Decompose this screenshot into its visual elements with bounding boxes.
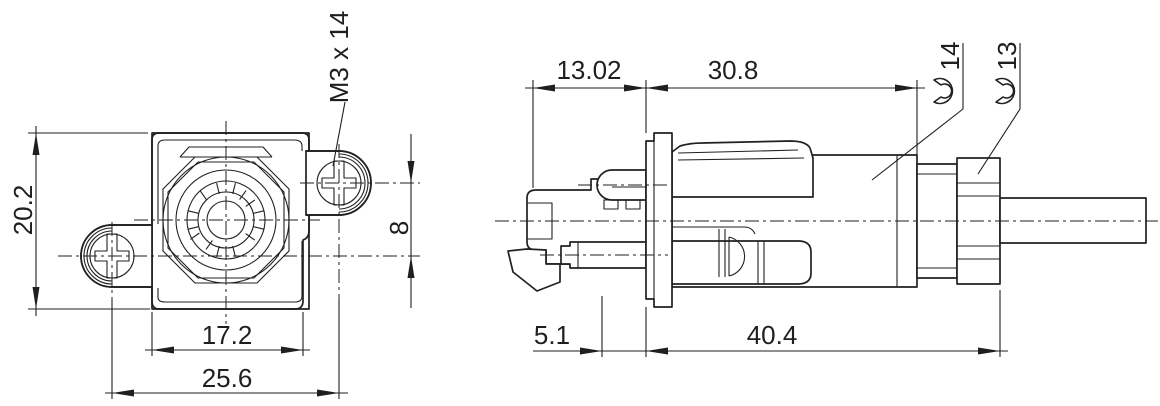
wrench-size-nut-label: 13 <box>992 42 1022 71</box>
dim-screw-offset-label: 8 <box>384 221 414 235</box>
dim-rear-offset-label: 5.1 <box>534 320 570 350</box>
dim-overall-length: 40.4 <box>646 290 1001 357</box>
lower-latch-housing <box>671 240 812 285</box>
dim-front-length: 13.02 <box>525 55 925 357</box>
wrench-icon <box>933 77 954 105</box>
dim-rear-offset: 5.1 <box>533 296 1008 357</box>
dim-body-length-label: 30.8 <box>708 55 759 85</box>
hex-collar <box>162 156 290 284</box>
dim-overall-length-label: 40.4 <box>747 320 798 350</box>
dim-screw-spacing-label: 25.6 <box>202 363 253 393</box>
front-view: 20.2 8 17.2 25.6 <box>8 11 420 399</box>
dim-screw-offset: 8 <box>384 134 415 308</box>
callout-wrench-14: 14 <box>871 42 965 181</box>
phillips-cross-icon <box>94 233 130 279</box>
screw-thread-label: M3 x 14 <box>324 11 354 104</box>
phillips-cross-icon <box>321 160 357 206</box>
dim-front-height: 20.2 <box>8 126 150 316</box>
dim-screw-spacing: 25.6 <box>105 363 348 397</box>
side-view: 13.02 30.8 5.1 40.4 14 <box>495 42 1158 357</box>
callout-screw-thread: M3 x 14 <box>324 11 354 167</box>
mount-flange-side <box>645 132 673 308</box>
wrench-size-body-label: 14 <box>935 42 965 71</box>
callout-wrench-13: 13 <box>977 42 1022 175</box>
wrench-icon <box>995 77 1016 105</box>
dim-front-height-label: 20.2 <box>8 185 38 236</box>
latch-arm <box>671 140 814 198</box>
dim-front-length-label: 13.02 <box>556 55 621 85</box>
dim-body-width: 17.2 <box>145 312 310 356</box>
dim-body-width-label: 17.2 <box>202 320 253 350</box>
